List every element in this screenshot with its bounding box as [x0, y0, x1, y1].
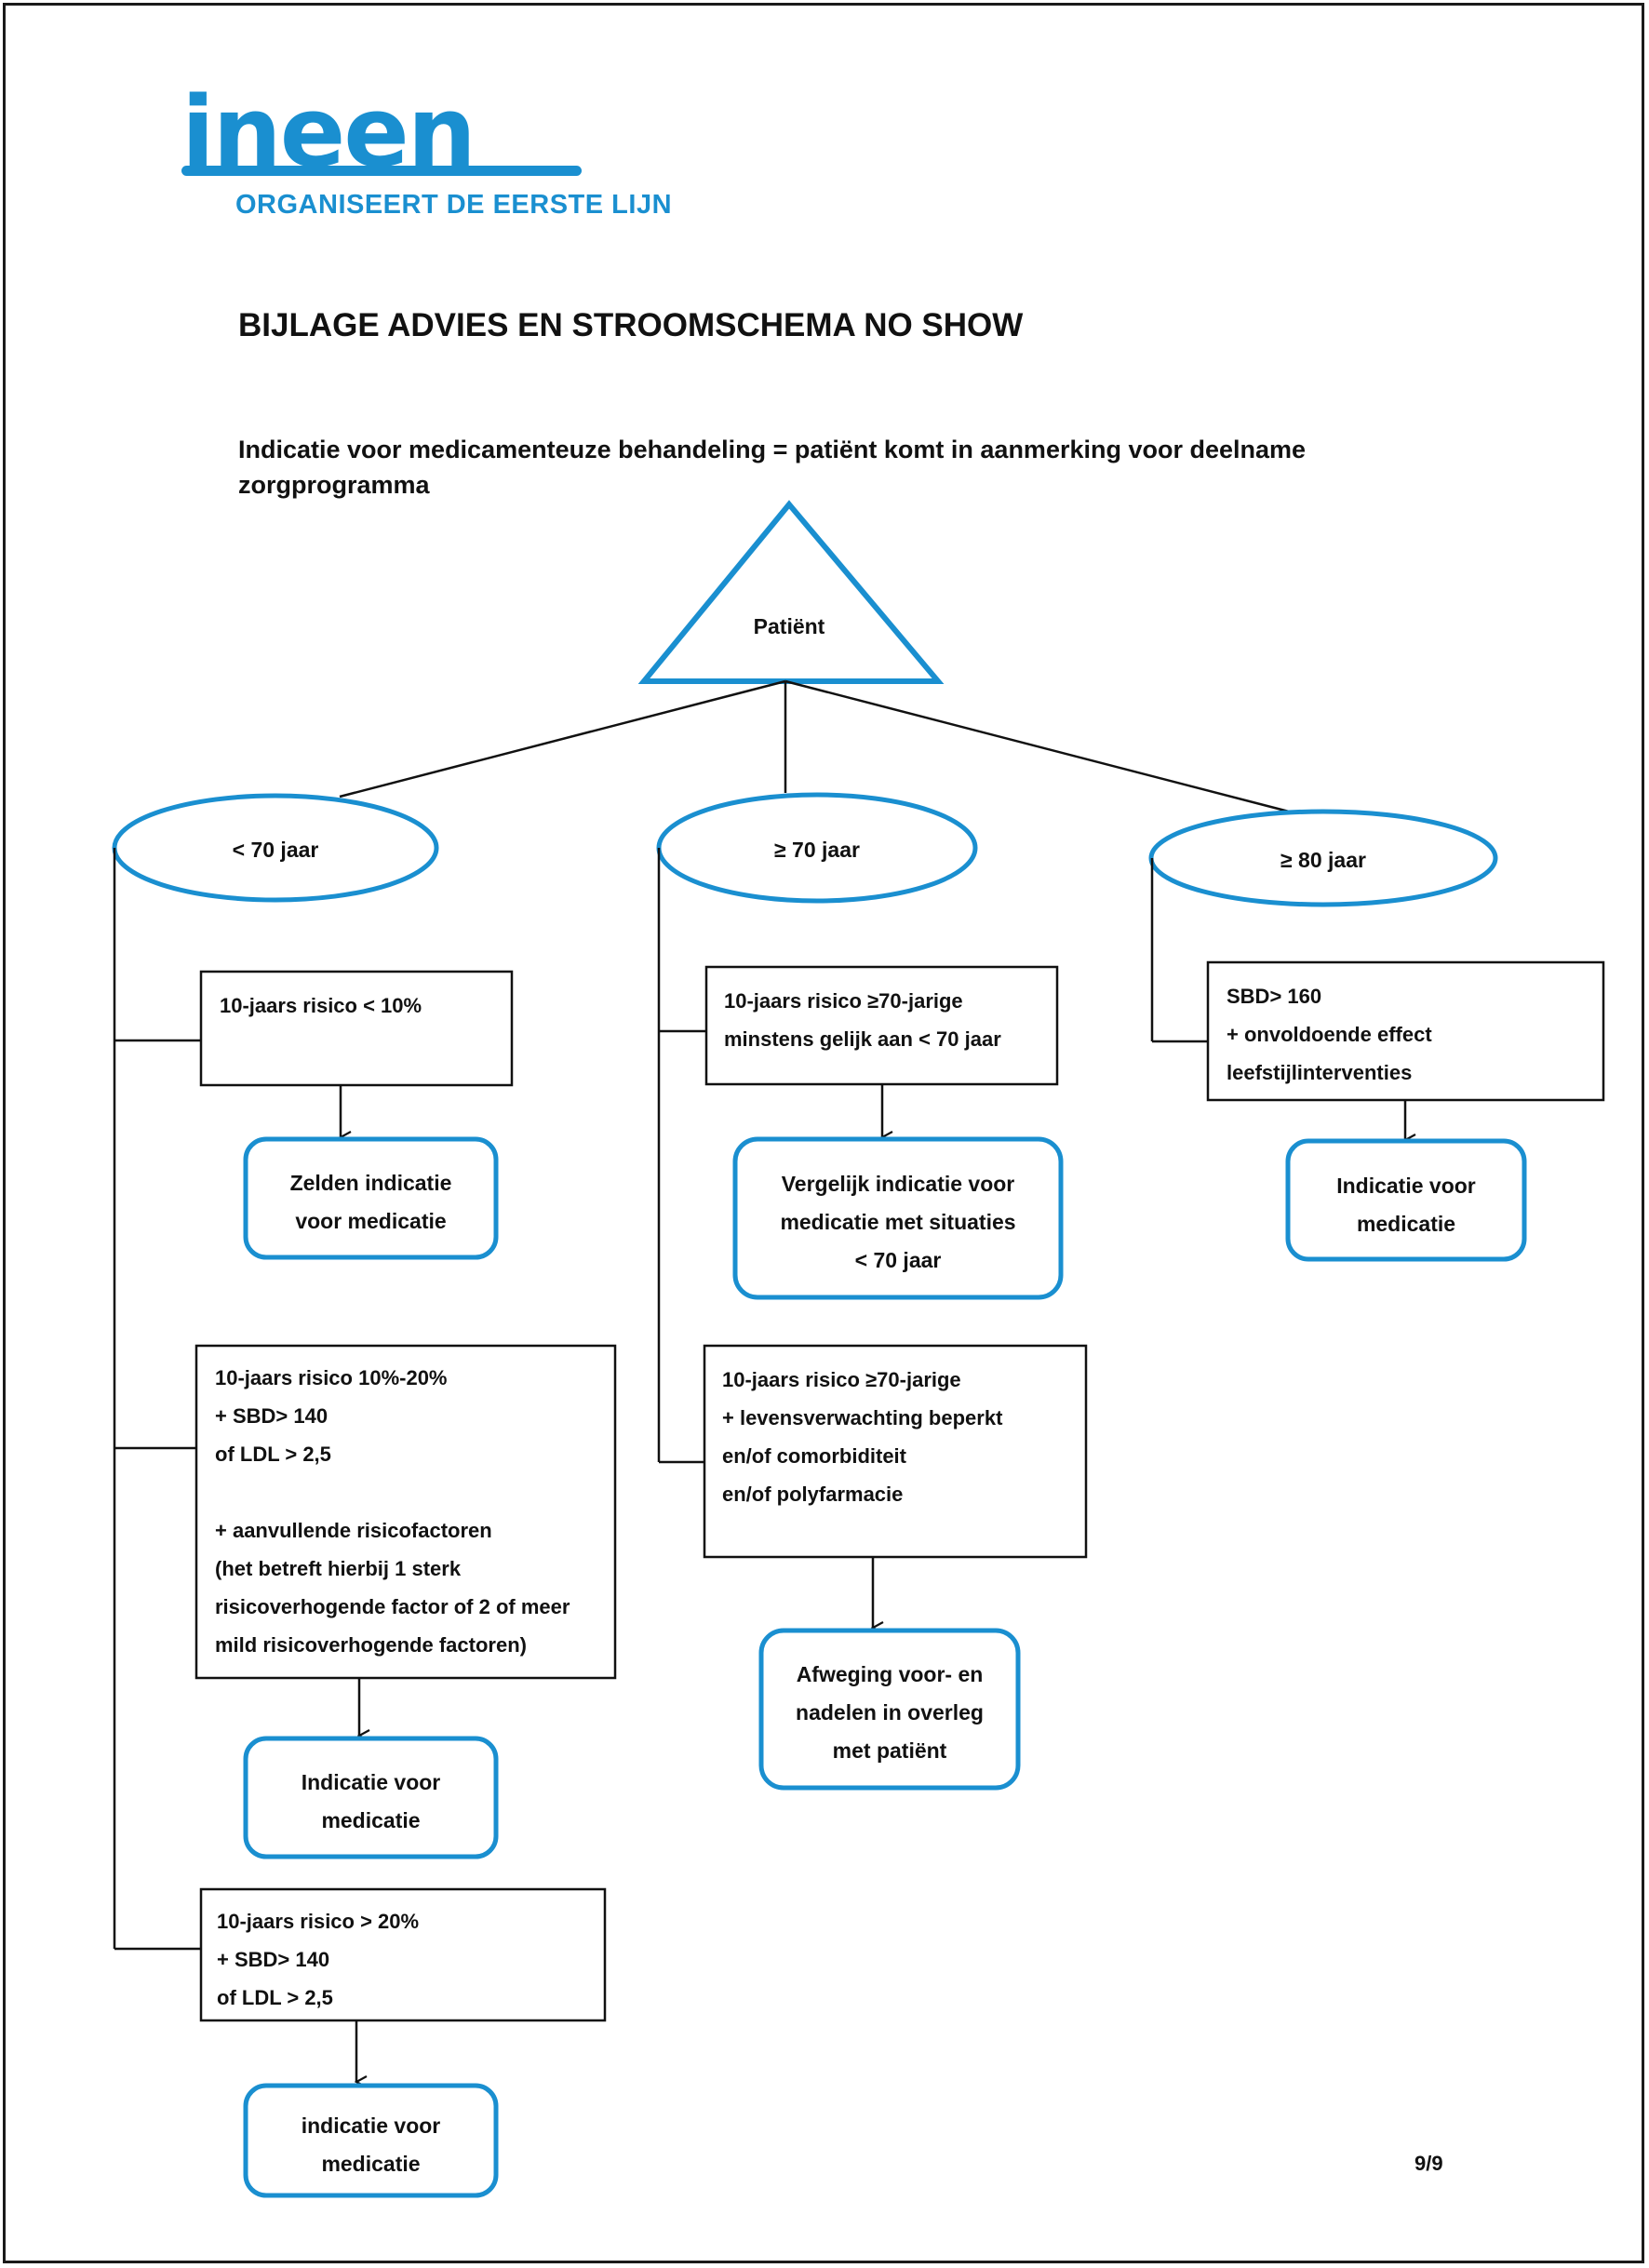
- outcome-text-c1: Indicatie voor medicatie: [1336, 1174, 1476, 1236]
- criteria-box-c1: [1206, 960, 1605, 1102]
- outcome-boxes: [243, 1136, 1527, 2198]
- connector-lines: [113, 848, 1208, 1951]
- document-title: BIJLAGE ADVIES EN STROOMSCHEMA NO SHOW: [238, 307, 1024, 343]
- outcome-text-a3: indicatie voor medicatie: [301, 2114, 441, 2176]
- outcome-text-a1: Zelden indicatie voor medicatie: [289, 1171, 452, 1233]
- criteria-text-a1: 10-jaars risico < 10%: [220, 994, 422, 1017]
- page-frame: [3, 3, 1644, 2263]
- outcome-box-a2: [243, 1736, 499, 1859]
- outcome-box-a1: [243, 1136, 499, 1260]
- logo-wordmark: ineen: [181, 75, 476, 189]
- criteria-text-b1: 10-jaars risico ≥70-jarige minstens geli…: [724, 989, 1001, 1051]
- logo-underline: [181, 166, 582, 176]
- outcome-text-b1: Vergelijk indicatie voor medicatie met s…: [780, 1172, 1016, 1272]
- criteria-text-b2: 10-jaars risico ≥70-jarige + levensverwa…: [722, 1368, 1003, 1506]
- logo-tagline: ORGANISEERT DE EERSTE LIJN: [235, 190, 673, 220]
- outcome-text-b2: Afweging voor- en nadelen in overleg met…: [796, 1662, 984, 1763]
- criteria-text-a3: 10-jaars risico > 20% + SBD> 140 of LDL …: [217, 1910, 420, 2009]
- criteria-text-c1: SBD> 160 + onvoldoende effect leefstijli…: [1227, 985, 1432, 1084]
- criteria-box-a1: [199, 970, 514, 1087]
- outcome-box-b2: [758, 1628, 1021, 1791]
- group-label-80-plus: ≥ 80 jaar: [1280, 848, 1366, 872]
- group-label-70-plus: ≥ 70 jaar: [774, 838, 860, 862]
- outcome-box-a3: [243, 2083, 499, 2198]
- arrows: [341, 1084, 1405, 2082]
- criteria-text-a2: 10-jaars risico 10%-20% + SBD> 140 of LD…: [215, 1366, 570, 1657]
- outcome-box-b1: [732, 1136, 1064, 1300]
- outcome-text-a2: Indicatie voor medicatie: [301, 1770, 441, 1832]
- criteria-box-b2: [703, 1344, 1088, 1559]
- criteria-boxes: [194, 960, 1605, 2022]
- group-label-under-70: < 70 jaar: [232, 838, 319, 862]
- root-triangle: [637, 500, 945, 684]
- ineen-logo: ineen ORGANISEERT DE EERSTE LIJN: [181, 84, 672, 221]
- page-number: 9/9: [1414, 2152, 1443, 2175]
- criteria-box-a2: [194, 1344, 617, 1680]
- root-label: Patiënt: [753, 614, 825, 638]
- document-subtitle: Indicatie voor medicamenteuze behandelin…: [238, 436, 1307, 499]
- criteria-box-b1: [704, 965, 1059, 1086]
- branch-lines: [339, 679, 1290, 813]
- criteria-box-a3: [199, 1887, 607, 2022]
- outcome-box-c1: [1285, 1138, 1527, 1262]
